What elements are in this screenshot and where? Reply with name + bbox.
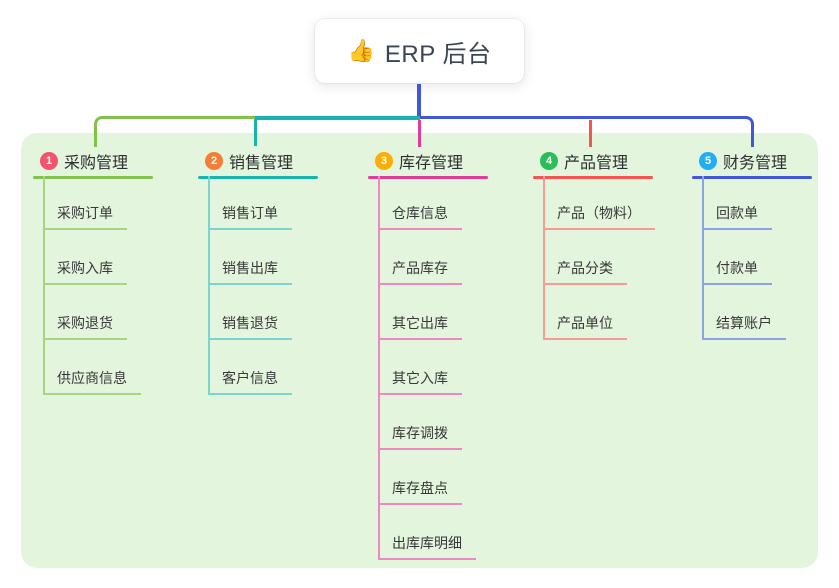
child-node[interactable]: 结算账户 (702, 312, 786, 340)
branch-label: 产品管理 (564, 155, 629, 172)
branches-background-panel (21, 133, 818, 568)
branch-number-badge: 5 (699, 152, 717, 170)
branch-underline (33, 176, 153, 179)
branch-underline (198, 176, 318, 179)
child-node[interactable]: 客户信息 (208, 367, 292, 395)
branch-node-product[interactable]: 4 产品管理 (533, 150, 663, 172)
branch-node-finance[interactable]: 5 财务管理 (692, 150, 822, 172)
branch-label: 库存管理 (399, 155, 464, 172)
child-node[interactable]: 产品库存 (378, 257, 462, 285)
child-node[interactable]: 付款单 (702, 257, 772, 285)
branch-finance: 5 财务管理 回款单 付款单 结算账户 (692, 150, 822, 340)
child-node[interactable]: 仓库信息 (378, 202, 462, 230)
connector-bus-teal (255, 116, 420, 120)
branch-child-rail (378, 176, 380, 560)
branch-child-rail (543, 176, 545, 340)
branch-label: 销售管理 (229, 155, 294, 172)
connector-drop-sales (253, 119, 257, 146)
root-node-title: ERP 后台 (384, 40, 492, 68)
branch-underline (368, 176, 488, 179)
branch-label: 采购管理 (64, 155, 129, 172)
connector-drop-product (588, 119, 592, 147)
child-node[interactable]: 产品单位 (543, 312, 627, 340)
child-node[interactable]: 销售出库 (208, 257, 292, 285)
child-node[interactable]: 回款单 (702, 202, 772, 230)
child-node[interactable]: 产品分类 (543, 257, 627, 285)
branch-child-rail (43, 176, 45, 395)
branch-node-inventory[interactable]: 3 库存管理 (368, 150, 498, 172)
child-node[interactable]: 库存调拨 (378, 422, 462, 450)
branch-node-sales[interactable]: 2 销售管理 (198, 150, 328, 172)
connector-bus-right-blue (420, 116, 754, 147)
child-node[interactable]: 其它出库 (378, 312, 462, 340)
branch-purchase: 1 采购管理 采购订单 采购入库 采购退货 供应商信息 (33, 150, 163, 395)
child-node[interactable]: 销售订单 (208, 202, 292, 230)
branch-sales: 2 销售管理 销售订单 销售出库 销售退货 客户信息 (198, 150, 328, 395)
child-node[interactable]: 销售退货 (208, 312, 292, 340)
root-node[interactable]: 👍 ERP 后台 (315, 19, 524, 83)
child-node[interactable]: 采购订单 (43, 202, 127, 230)
child-node[interactable]: 产品（物料） (543, 202, 655, 230)
branch-inventory: 3 库存管理 仓库信息 产品库存 其它出库 其它入库 库存调拨 库存盘点 出库库… (368, 150, 498, 560)
connector-drop-inventory (417, 119, 421, 147)
child-node[interactable]: 采购入库 (43, 257, 127, 285)
connector-root-vertical (417, 83, 421, 117)
branch-number-badge: 3 (375, 152, 393, 170)
child-node[interactable]: 库存盘点 (378, 477, 462, 505)
branch-underline (692, 176, 812, 179)
child-node[interactable]: 采购退货 (43, 312, 127, 340)
branch-label: 财务管理 (723, 155, 788, 172)
thumbs-up-icon: 👍 (347, 38, 375, 63)
branch-child-rail (702, 176, 704, 340)
branch-number-badge: 1 (40, 152, 58, 170)
branch-product: 4 产品管理 产品（物料） 产品分类 产品单位 (533, 150, 663, 340)
branch-underline (533, 176, 653, 179)
child-node[interactable]: 出库库明细 (378, 532, 476, 560)
branch-number-badge: 2 (205, 152, 223, 170)
connector-bus-left-green (93, 116, 258, 147)
child-node[interactable]: 供应商信息 (43, 367, 141, 395)
branch-node-purchase[interactable]: 1 采购管理 (33, 150, 163, 172)
branch-child-rail (208, 176, 210, 395)
child-node[interactable]: 其它入库 (378, 367, 462, 395)
branch-number-badge: 4 (540, 152, 558, 170)
